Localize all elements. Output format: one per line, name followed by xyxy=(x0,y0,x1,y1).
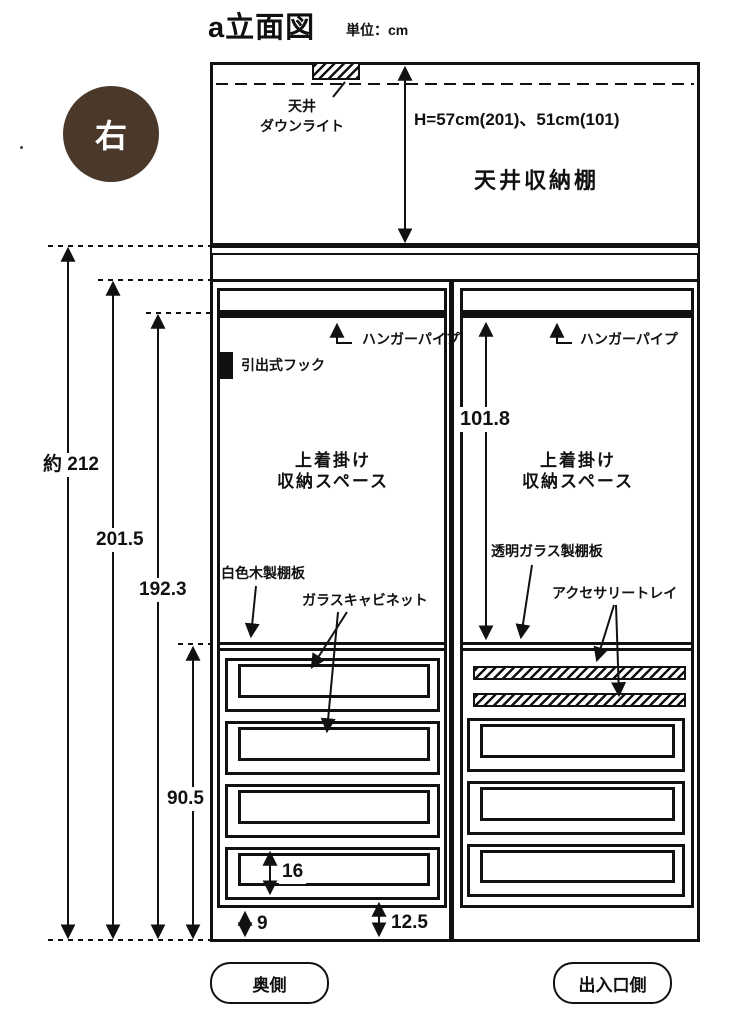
right-drawer-3-panel xyxy=(480,850,675,883)
right-drawer-1-panel xyxy=(480,724,675,758)
left-drawer-4 xyxy=(225,847,440,900)
ceiling-storage-box xyxy=(210,62,700,246)
left-wall-connector xyxy=(210,254,213,280)
base-height-dimension: 9 xyxy=(254,912,271,936)
clear-glass-shelf xyxy=(463,642,691,651)
side-badge-right: 右 xyxy=(63,86,159,182)
accessory-tray-2 xyxy=(473,693,686,707)
left-drawer-2 xyxy=(225,721,440,775)
center-divider xyxy=(449,279,454,942)
ceiling-height-dimension: H=57cm(201)、51cm(101) xyxy=(414,110,620,129)
ceiling-storage-label: 天井収納棚 xyxy=(474,168,600,193)
back-side-pill: 奥側 xyxy=(210,962,329,1004)
ceiling-bottom-strip xyxy=(210,246,700,255)
accessory-tray-label: アクセサリートレイ xyxy=(552,585,678,601)
hanger-level-dimension: 192.3 xyxy=(136,578,190,602)
right-space-label-line2: 収納スペース xyxy=(522,472,634,492)
glass-cabinet-label: ガラスキャビネット xyxy=(302,592,428,608)
left-space-label-line1: 上着掛け xyxy=(295,451,371,470)
right-drawer-2 xyxy=(467,781,685,835)
hanger-pipe-bar-left xyxy=(220,310,444,318)
downlight-hatch xyxy=(312,62,360,80)
hanger-pipe-label-left: ハンガーパイプ xyxy=(362,331,460,347)
clear-glass-shelf-label: 透明ガラス製棚板 xyxy=(491,543,603,559)
left-drawer-3-panel xyxy=(238,790,430,824)
right-drawer-3 xyxy=(467,844,685,897)
page-title: a立面図 xyxy=(208,12,316,44)
right-wall-connector xyxy=(697,254,700,280)
left-space-label-line2: 収納スペース xyxy=(277,472,389,492)
left-drawer-1 xyxy=(225,658,440,712)
downlight-label-line1: 天井 xyxy=(288,98,316,114)
stray-dot xyxy=(20,146,23,149)
pullout-hook-label: 引出式フック xyxy=(241,357,325,373)
hanger-pipe-bar-right xyxy=(463,310,691,318)
bottom-clearance-dimension: 12.5 xyxy=(388,911,431,935)
left-drawer-1-panel xyxy=(238,664,430,698)
right-drawer-1 xyxy=(467,718,685,772)
total-height-dimension: 約 212 xyxy=(40,453,102,477)
white-wood-shelf xyxy=(220,642,444,651)
right-space-label-line1: 上着掛け xyxy=(540,451,616,470)
drawer-height-dimension: 16 xyxy=(279,860,307,884)
downlight-label-line2: ダウンライト xyxy=(260,118,344,134)
left-drawer-3 xyxy=(225,784,440,838)
entrance-side-pill: 出入口側 xyxy=(553,962,672,1004)
left-drawer-2-panel xyxy=(238,727,430,761)
pullout-hook-rect xyxy=(217,352,233,379)
right-drawer-2-panel xyxy=(480,787,675,821)
lower-section-dimension: 90.5 xyxy=(164,787,207,811)
inner-height-dimension: 101.8 xyxy=(457,407,514,432)
white-shelf-label: 白色木製棚板 xyxy=(221,565,305,581)
unit-label: 単位：cm xyxy=(346,22,409,38)
upper-height-dimension: 201.5 xyxy=(93,528,147,552)
accessory-tray-1 xyxy=(473,666,686,680)
left-drawer-4-panel xyxy=(238,853,430,886)
hanger-pipe-label-right: ハンガーパイプ xyxy=(580,331,678,347)
